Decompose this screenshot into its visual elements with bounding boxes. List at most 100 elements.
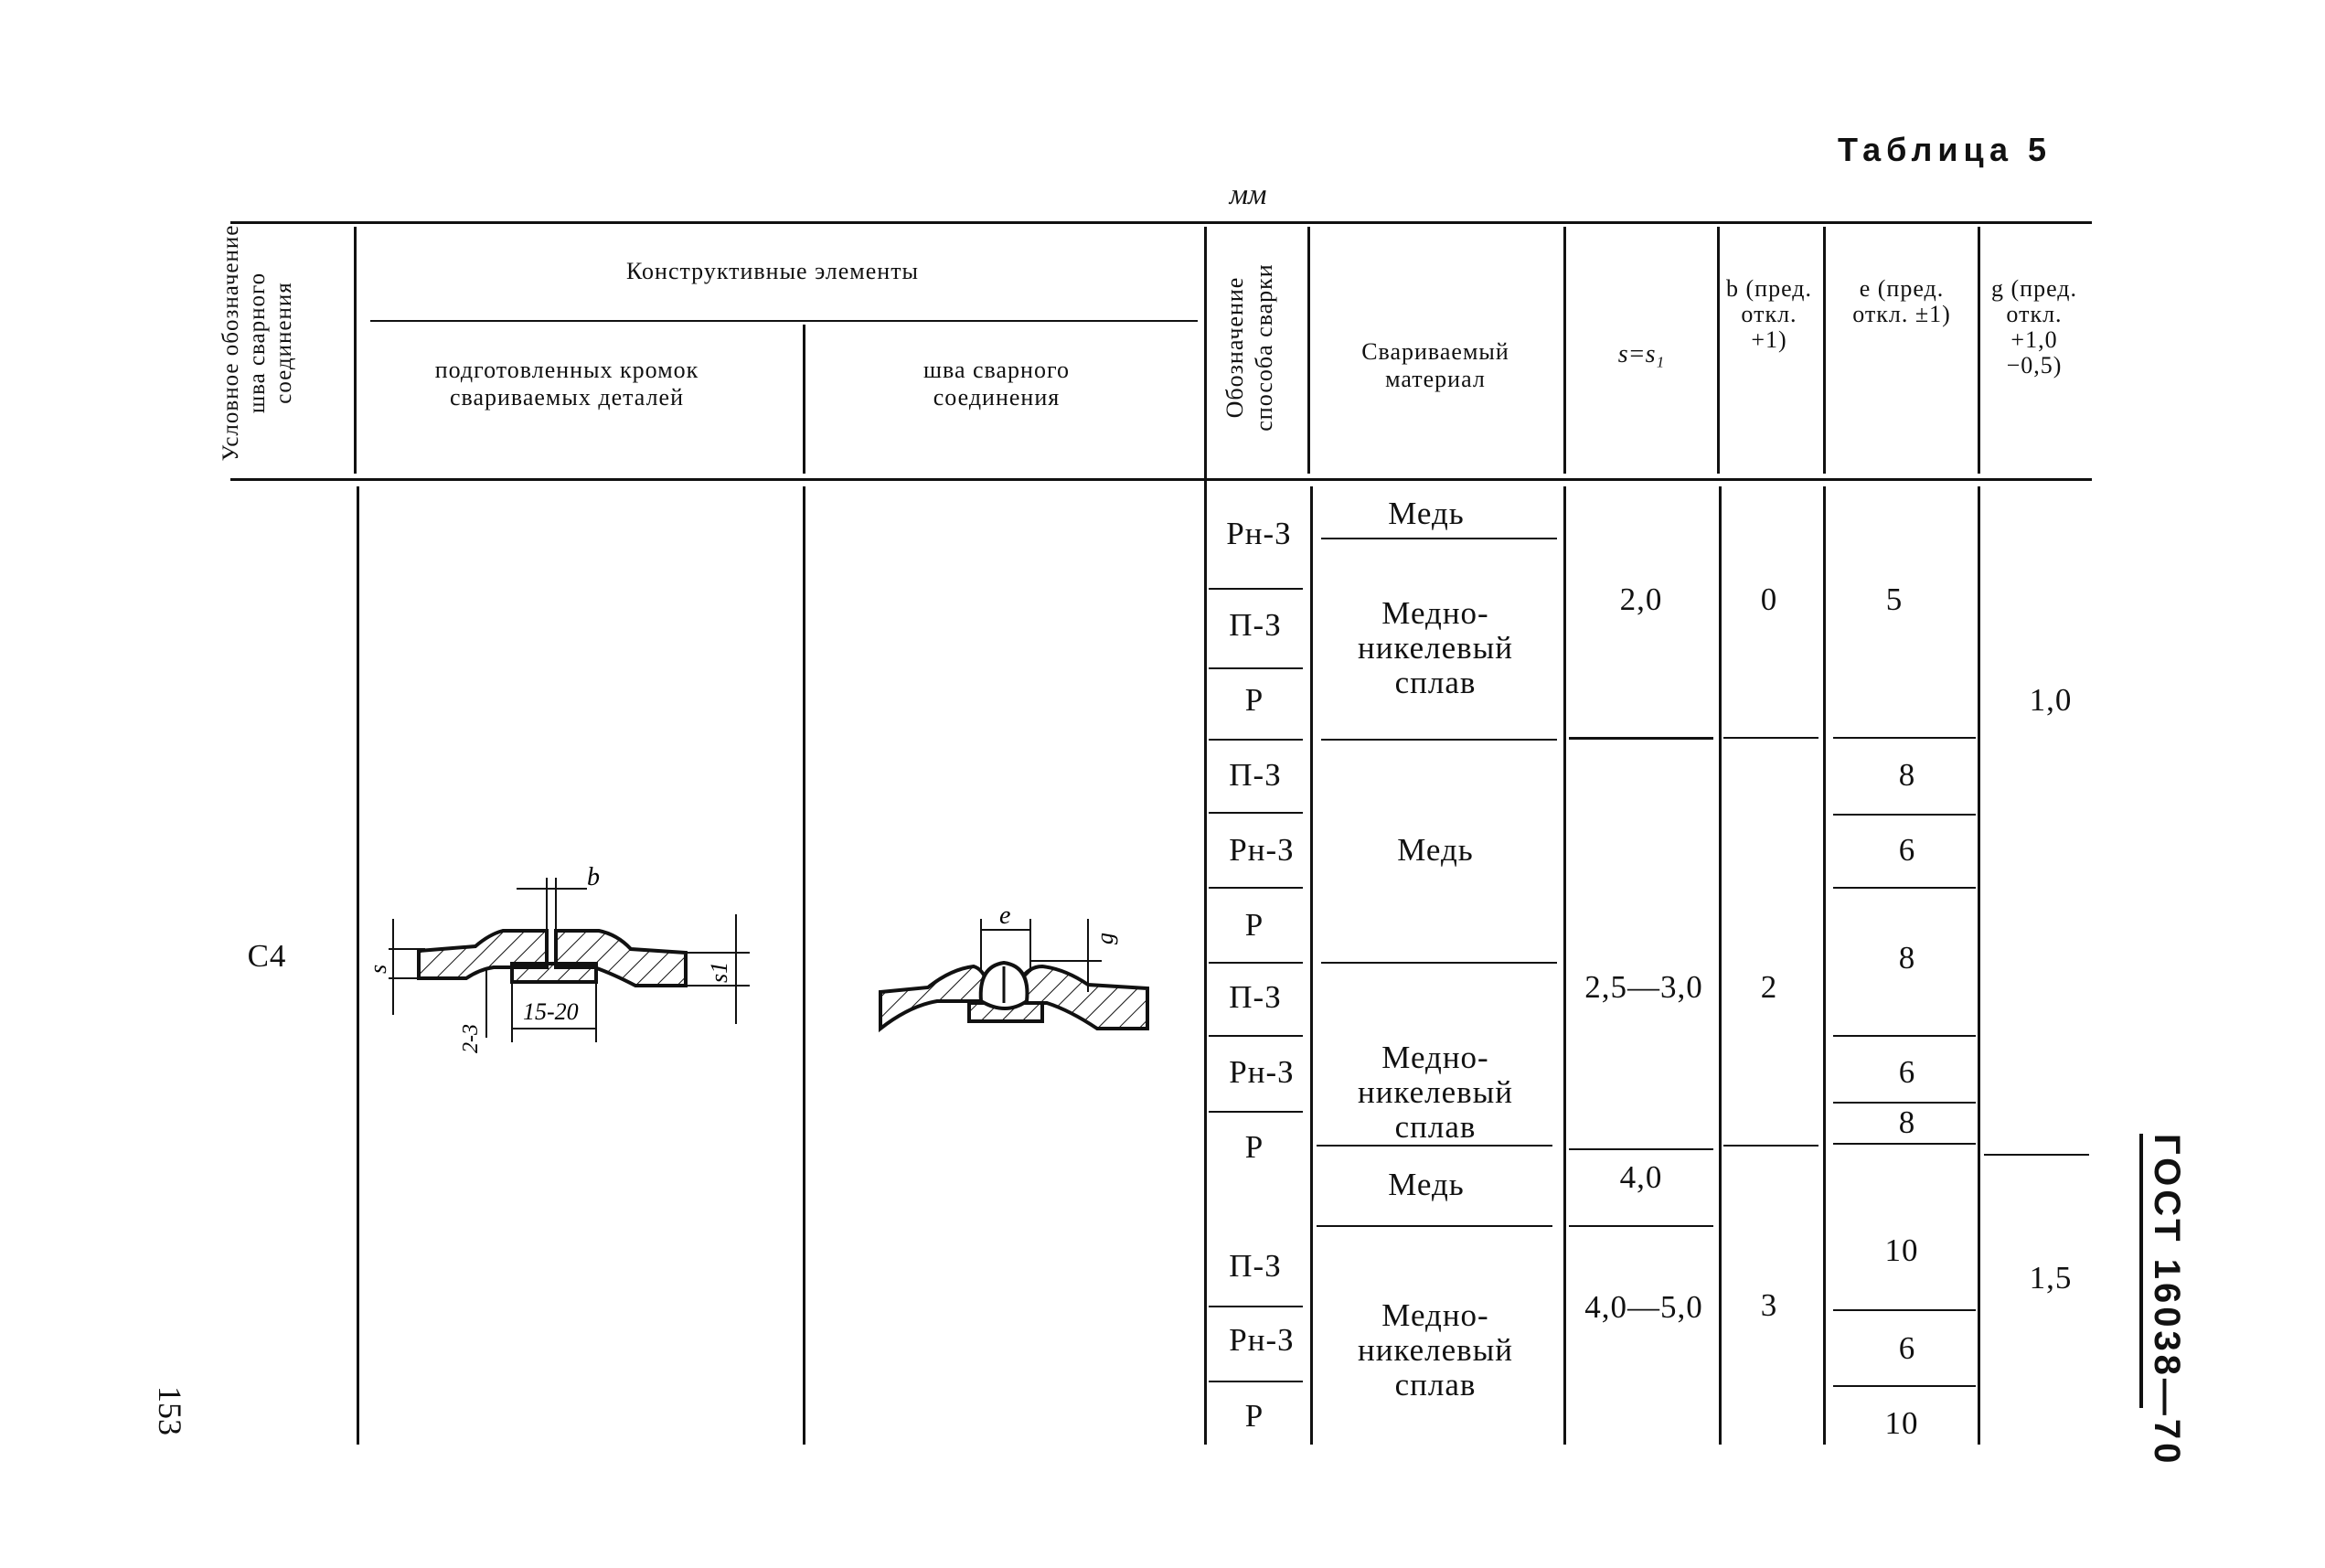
method-sep bbox=[1209, 1111, 1303, 1113]
header-material: Свариваемый материал bbox=[1361, 338, 1509, 392]
dim-width-label: 15-20 bbox=[523, 998, 579, 1025]
col-divider-6 bbox=[1717, 227, 1720, 474]
page-number: 153 bbox=[152, 1386, 188, 1435]
e-value-8: 6 bbox=[1898, 1330, 1916, 1366]
construct-subheader-line bbox=[370, 320, 1198, 322]
g-value-2: 1,5 bbox=[2029, 1260, 2073, 1296]
col-divider-8-body bbox=[1978, 486, 1980, 1445]
s-sep bbox=[1569, 1148, 1713, 1150]
col-divider-1 bbox=[354, 227, 357, 474]
standard-designation: ГОСТ 16038—70 bbox=[2147, 1134, 2187, 1467]
e-sep bbox=[1833, 1035, 1976, 1037]
s-value-3: 4,0 bbox=[1619, 1159, 1663, 1195]
method-7: П-З bbox=[1229, 979, 1282, 1015]
b-value-2: 2 bbox=[1760, 969, 1778, 1005]
weld-symbol: С4 bbox=[247, 938, 287, 974]
header-symbol: Условное обозначение шва сварного соедин… bbox=[219, 224, 296, 462]
method-sep bbox=[1209, 887, 1303, 889]
header-e: e (пред. откл. ±1) bbox=[1852, 275, 1951, 327]
method-5: Рн-З bbox=[1229, 832, 1295, 868]
header-g: g (пред. откл. +1,0 −0,5) bbox=[1991, 275, 2077, 379]
e-sep bbox=[1833, 1102, 1976, 1104]
header-b: b (пред. откл. +1) bbox=[1726, 275, 1812, 353]
header-construct: Конструктивные элементы bbox=[625, 258, 920, 284]
header-method: Обозначение способа сварки bbox=[1221, 263, 1277, 432]
material-1: Медь bbox=[1388, 496, 1465, 531]
method-3: Р bbox=[1244, 682, 1264, 718]
e-sep bbox=[1833, 1309, 1976, 1311]
method-1: Рн-З bbox=[1226, 516, 1292, 551]
e-sep bbox=[1833, 814, 1976, 816]
weld-seam-drawing: e g bbox=[879, 901, 1149, 1033]
dim-s-label: s bbox=[365, 965, 391, 974]
dim-gap-label: 2-3 bbox=[459, 1024, 483, 1053]
e-value-2: 8 bbox=[1898, 757, 1916, 793]
header-weld: шва сварного соединения bbox=[923, 357, 1070, 411]
col-divider-5-body bbox=[1563, 486, 1566, 1445]
material-sep bbox=[1317, 1225, 1552, 1227]
material-6: Медно-никелевый сплав bbox=[1358, 1297, 1513, 1403]
e-sep bbox=[1833, 737, 1976, 739]
standard-rule bbox=[2139, 1134, 2143, 1408]
dim-s1-label: s1 bbox=[706, 962, 732, 983]
material-sep bbox=[1321, 538, 1557, 539]
col-divider-7 bbox=[1823, 227, 1826, 474]
material-2: Медно-никелевый сплав bbox=[1358, 595, 1513, 700]
method-12: Р bbox=[1244, 1398, 1264, 1434]
col-divider-8 bbox=[1978, 227, 1980, 474]
method-sep bbox=[1209, 739, 1303, 741]
s-value-2: 2,5—3,0 bbox=[1584, 969, 1703, 1005]
method-11: Рн-З bbox=[1229, 1322, 1295, 1358]
col-divider-4 bbox=[1307, 227, 1310, 474]
e-value-9: 10 bbox=[1884, 1405, 1919, 1441]
s-sep bbox=[1569, 737, 1713, 740]
method-sep bbox=[1209, 1035, 1303, 1037]
header-s: s=s₁ bbox=[1617, 340, 1665, 368]
material-sep bbox=[1321, 962, 1557, 964]
prepared-edges-drawing: b s s1 2-3 15-20 bbox=[365, 863, 750, 1053]
method-8: Рн-З bbox=[1229, 1054, 1295, 1090]
s-value-1: 2,0 bbox=[1619, 581, 1663, 617]
col-divider-2-body bbox=[803, 486, 805, 1445]
header-bottom-border bbox=[230, 478, 2092, 481]
method-sep bbox=[1209, 667, 1303, 669]
col-divider-3 bbox=[1204, 227, 1207, 1445]
g-value-1: 1,0 bbox=[2029, 682, 2073, 718]
col-divider-2 bbox=[803, 325, 805, 474]
table-title: Таблица 5 bbox=[1838, 131, 2053, 168]
backing-strip-shape bbox=[510, 962, 598, 984]
b-value-1: 0 bbox=[1760, 581, 1778, 617]
b-sep bbox=[1723, 737, 1818, 739]
method-sep bbox=[1209, 588, 1303, 590]
method-sep bbox=[1209, 962, 1303, 964]
table-top-border bbox=[230, 221, 2092, 224]
e-sep bbox=[1833, 1385, 1976, 1387]
e-sep bbox=[1833, 1143, 1976, 1145]
b-value-3: 3 bbox=[1760, 1287, 1778, 1323]
material-5: Медь bbox=[1388, 1167, 1465, 1202]
e-sep bbox=[1833, 887, 1976, 889]
dim-b-label: b bbox=[587, 863, 600, 891]
method-2: П-З bbox=[1229, 607, 1282, 643]
material-4: Медно-никелевый сплав bbox=[1358, 1040, 1513, 1145]
material-3: Медь bbox=[1397, 832, 1474, 868]
method-9: Р bbox=[1244, 1129, 1264, 1165]
s-sep bbox=[1569, 1225, 1713, 1227]
method-10: П-З bbox=[1229, 1248, 1282, 1284]
e-value-7: 10 bbox=[1884, 1232, 1919, 1268]
material-sep bbox=[1317, 1145, 1552, 1147]
method-sep bbox=[1209, 812, 1303, 814]
method-sep bbox=[1209, 1381, 1303, 1382]
units-label: мм bbox=[1229, 177, 1267, 210]
method-sep bbox=[1209, 1306, 1303, 1307]
e-value-4: 8 bbox=[1898, 940, 1916, 976]
e-value-6: 8 bbox=[1898, 1104, 1916, 1140]
col-divider-4-body bbox=[1310, 486, 1313, 1445]
b-sep bbox=[1723, 1145, 1818, 1147]
g-sep bbox=[1984, 1154, 2089, 1156]
e-value-3: 6 bbox=[1898, 832, 1916, 868]
method-6: Р bbox=[1244, 907, 1264, 943]
col-divider-5 bbox=[1563, 227, 1566, 474]
e-value-1: 5 bbox=[1885, 581, 1904, 617]
col-divider-7-body bbox=[1823, 486, 1826, 1445]
